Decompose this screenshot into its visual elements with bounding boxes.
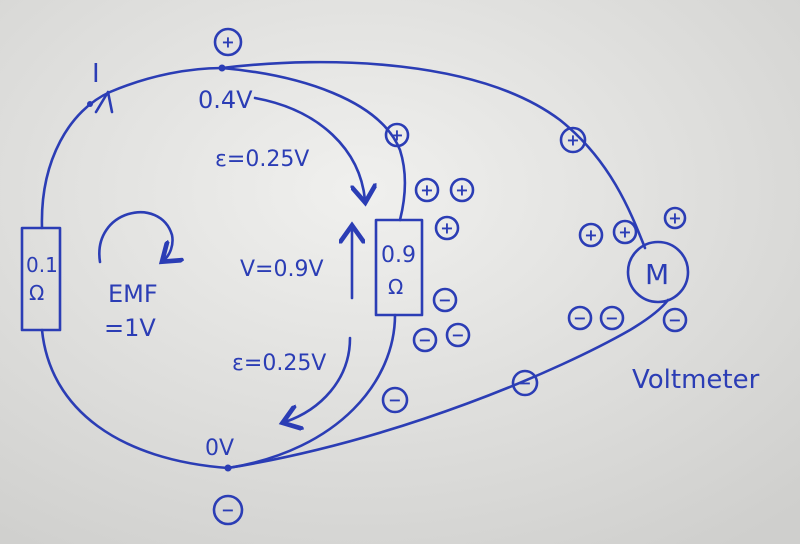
svg-text:−: −: [451, 326, 464, 345]
current-dot: [87, 101, 93, 107]
wire-top-to-meter: [220, 60, 647, 250]
current-arrow-icon: [94, 90, 114, 114]
bottom-node-voltage: 0V: [205, 436, 234, 461]
svg-text:+: +: [420, 181, 433, 200]
wire-bottom-to-meter: [226, 298, 670, 470]
negative-charges: − − − − − − − − −: [212, 287, 688, 526]
plus-charge-icon: +: [559, 126, 587, 154]
svg-text:+: +: [668, 209, 681, 228]
plus-charge-icon: +: [384, 122, 410, 148]
minus-charge-icon: −: [599, 305, 625, 331]
top-node: [218, 64, 226, 72]
svg-text:−: −: [668, 311, 681, 330]
load-resistance-unit: Ω: [388, 275, 403, 299]
plus-charge-icon: +: [434, 215, 460, 241]
plus-charge-icon: +: [663, 206, 687, 230]
wire-top-to-load: [220, 66, 407, 222]
bottom-node: [224, 464, 232, 472]
minus-charge-icon: −: [511, 369, 539, 397]
svg-text:+: +: [440, 219, 453, 238]
svg-text:−: −: [518, 374, 531, 393]
voltmeter-symbol: M: [645, 258, 669, 291]
plus-charge-icon: +: [449, 177, 475, 203]
drop-bottom-arrow-icon: [285, 336, 352, 422]
current-label: I: [92, 59, 100, 89]
voltmeter-label: Voltmeter: [632, 365, 760, 395]
svg-text:−: −: [438, 291, 451, 310]
internal-resistance-unit: Ω: [29, 281, 44, 305]
minus-charge-icon: −: [432, 287, 458, 313]
svg-text:−: −: [221, 501, 234, 520]
minus-charge-icon: −: [212, 494, 244, 526]
internal-resistance-value: 0.1: [26, 253, 58, 277]
plus-charge-icon: +: [612, 219, 638, 245]
drop-top-arrow-icon: [253, 96, 365, 200]
minus-charge-icon: −: [412, 327, 438, 353]
svg-text:+: +: [390, 126, 403, 145]
load-resistor: [374, 218, 424, 317]
drop-bottom-label: ε=0.25V: [232, 351, 326, 376]
minus-charge-icon: −: [381, 386, 409, 414]
internal-resistor: [20, 226, 62, 332]
top-node-voltage: 0.4V: [198, 86, 253, 114]
minus-charge-icon: −: [445, 322, 471, 348]
minus-charge-icon: −: [662, 307, 688, 333]
plus-charge-icon: +: [414, 177, 440, 203]
svg-text:+: +: [618, 223, 631, 242]
svg-text:+: +: [584, 226, 597, 245]
svg-text:−: −: [418, 331, 431, 350]
positive-charges: + + + + + + + + +: [213, 27, 687, 248]
terminal-voltage-label: V=0.9V: [240, 257, 324, 282]
emf-label-line2: =1V: [104, 314, 156, 342]
svg-text:+: +: [455, 181, 468, 200]
plus-charge-icon: +: [578, 222, 604, 248]
svg-text:−: −: [573, 309, 586, 328]
wire-left-bottom: [40, 328, 230, 470]
voltmeter: [626, 240, 690, 304]
load-resistance-value: 0.9: [381, 243, 416, 268]
emf-circular-arrow-icon: [98, 210, 172, 262]
svg-text:−: −: [388, 391, 401, 410]
svg-text:−: −: [605, 309, 618, 328]
svg-text:+: +: [566, 131, 579, 150]
svg-text:+: +: [221, 33, 234, 52]
emf-label-line1: EMF: [108, 280, 158, 308]
wire-load-to-bottom: [226, 313, 397, 470]
minus-charge-icon: −: [567, 305, 593, 331]
plus-charge-icon: +: [213, 27, 243, 57]
drop-top-label: ε=0.25V: [215, 147, 309, 172]
